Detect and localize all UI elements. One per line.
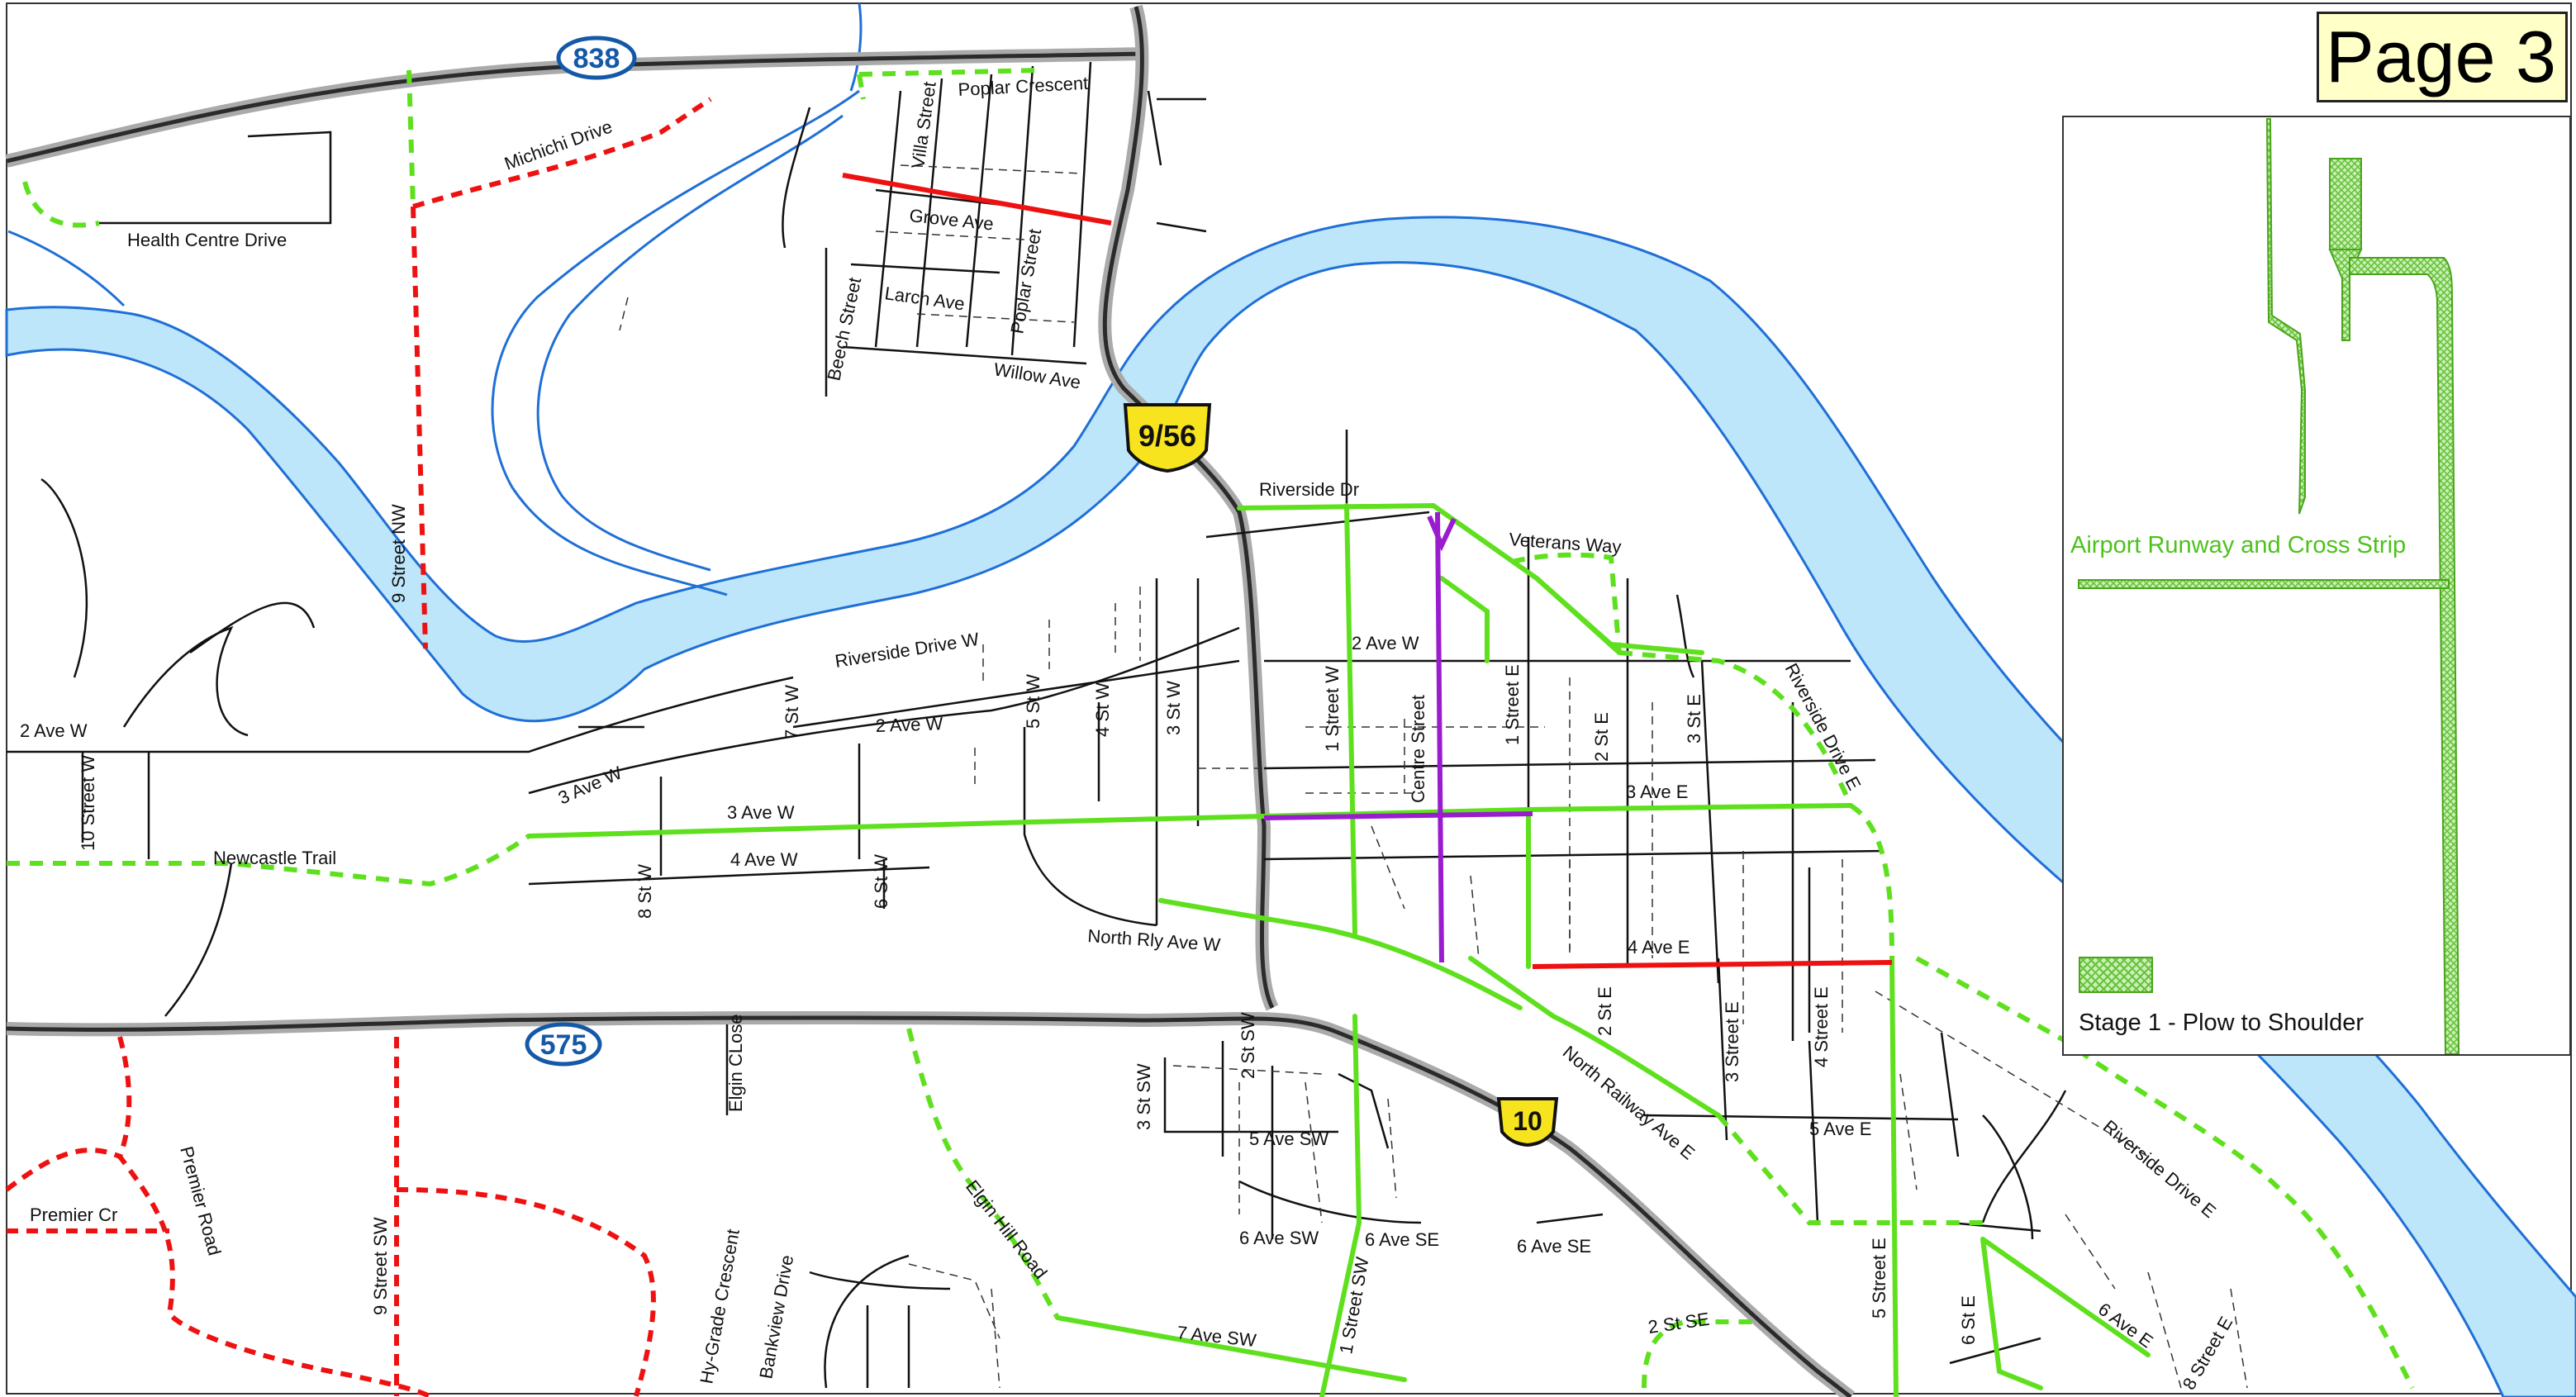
- river-branch-north: [491, 89, 860, 596]
- svg-text:10: 10: [1513, 1106, 1542, 1136]
- label-5-st-w: 5 St W: [1023, 674, 1043, 729]
- label-4-ave-e: 4 Ave E: [1628, 937, 1690, 957]
- label-7-st-w: 7 St W: [782, 685, 802, 739]
- label-hy-grade-crescent: Hy-Grade Crescent: [696, 1228, 744, 1385]
- street-labels: Poplar Crescent Villa Street Michichi Dr…: [20, 73, 2236, 1394]
- airport-taxiway-main: [2349, 257, 2460, 1054]
- red-solid-routes: [842, 173, 1893, 969]
- legend-swatch-stage1: [2079, 957, 2153, 993]
- label-2-st-se: 2 St SE: [1647, 1309, 1710, 1338]
- highway-9-56: [1098, 4, 1279, 1011]
- svg-text:9/56: 9/56: [1138, 419, 1196, 453]
- label-8-st-w: 8 St W: [634, 864, 655, 919]
- label-michichi-drive: Michichi Drive: [501, 116, 615, 173]
- map-frame: [6, 2, 2572, 1395]
- airport-apron: [2329, 158, 2362, 250]
- label-grove-ave: Grove Ave: [908, 205, 994, 235]
- airport-taxiway-outline: [2265, 118, 2306, 515]
- svg-text:575: 575: [540, 1029, 587, 1061]
- label-centre-street: Centre Street: [1408, 695, 1428, 803]
- label-2-st-sw: 2 St SW: [1238, 1012, 1258, 1079]
- label-poplar-street: Poplar Street: [1006, 227, 1045, 335]
- local-streets: [7, 61, 2067, 1389]
- label-poplar-crescent: Poplar Crescent: [958, 73, 1089, 100]
- label-3-street-e: 3 Street E: [1722, 1001, 1742, 1082]
- label-6-ave-sw: 6 Ave SW: [1239, 1228, 1319, 1248]
- label-5-ave-sw: 5 Ave SW: [1249, 1129, 1328, 1149]
- label-4-st-w: 4 St W: [1092, 682, 1113, 737]
- river-west-loop: [7, 230, 126, 307]
- airport-connector: [2328, 249, 2363, 341]
- airport-runway-label: Airport Runway and Cross Strip: [2070, 532, 2407, 558]
- label-1-street-w: 1 Street W: [1322, 666, 1343, 752]
- page-number-label: Page 3: [2317, 12, 2568, 102]
- airport-inset-drawing: [2078, 118, 2460, 1054]
- label-3-ave-w-diag: 3 Ave W: [555, 762, 625, 808]
- label-8-street-e: 8 Street E: [2179, 1313, 2237, 1393]
- label-premier-cr: Premier Cr: [30, 1205, 117, 1225]
- label-9-street-sw: 9 Street SW: [370, 1217, 391, 1315]
- airport-inset-panel: [2062, 116, 2571, 1056]
- label-7-ave-sw: 7 Ave SW: [1176, 1322, 1257, 1351]
- label-3-st-e: 3 St E: [1684, 694, 1704, 744]
- label-4-ave-w: 4 Ave W: [730, 849, 798, 870]
- label-3-ave-e: 3 Ave E: [1626, 782, 1688, 802]
- label-6-ave-se-west: 6 Ave SE: [1365, 1229, 1439, 1250]
- label-veterans-way: Veterans Way: [1509, 529, 1623, 557]
- label-willow-ave: Willow Ave: [992, 359, 1082, 392]
- purple-routes: [1263, 511, 1533, 963]
- label-9-street-nw: 9 Street NW: [388, 504, 409, 603]
- label-3-st-w: 3 St W: [1163, 681, 1184, 735]
- label-6-ave-se-east: 6 Ave SE: [1517, 1236, 1591, 1257]
- label-riverside-drive-w: Riverside Drive W: [834, 629, 981, 672]
- label-6-st-w: 6 St W: [871, 854, 891, 909]
- label-5-street-e: 5 Street E: [1869, 1238, 1889, 1319]
- label-elgin-hill-road: Elgin Hill Road: [962, 1176, 1052, 1283]
- label-3-st-sw: 3 St SW: [1134, 1063, 1154, 1130]
- label-4-street-e: 4 Street E: [1811, 986, 1832, 1067]
- label-10-street-w: 10 Street W: [78, 755, 98, 851]
- legend-label-stage1: Stage 1 - Plow to Shoulder: [2079, 1010, 2364, 1036]
- label-2-ave-w-mid: 2 Ave W: [875, 713, 943, 736]
- highway-838-shield: 838: [556, 36, 637, 80]
- svg-text:838: 838: [573, 43, 620, 74]
- label-2-st-e-south: 2 St E: [1595, 986, 1615, 1036]
- label-3-ave-w: 3 Ave W: [727, 802, 795, 823]
- lot-lines: [619, 164, 2248, 1389]
- label-2-ave-w-east: 2 Ave W: [1352, 633, 1419, 653]
- label-2-ave-w-west: 2 Ave W: [20, 720, 88, 741]
- label-larch-ave: Larch Ave: [883, 283, 966, 314]
- label-riverside-dr: Riverside Dr: [1259, 479, 1359, 500]
- label-2-st-e-north: 2 St E: [1591, 712, 1612, 762]
- airport-cross-strip: [2078, 579, 2450, 589]
- label-newcastle-trail: Newcastle Trail: [213, 848, 336, 868]
- label-premier-road: Premier Road: [176, 1144, 225, 1258]
- river-branch-north-inner: [536, 114, 844, 572]
- label-bankview-drive: Bankview Drive: [755, 1253, 797, 1380]
- label-6-st-e: 6 St E: [1958, 1295, 1979, 1345]
- river-branch: [849, 2, 863, 92]
- label-north-rly-ave-w: North Rly Ave W: [1087, 925, 1222, 955]
- red-dashed-routes: [5, 97, 712, 1397]
- label-beech-street: Beech Street: [823, 275, 865, 383]
- label-elgin-close: Elgin CLose: [725, 1014, 746, 1112]
- highway-575-shield: 575: [525, 1022, 602, 1067]
- highway-9-56-shield: 9/56: [1123, 403, 1212, 473]
- stage1-dashed-routes: [7, 68, 2415, 1390]
- label-health-centre-drive: Health Centre Drive: [127, 230, 287, 250]
- highway-10-shield: 10: [1496, 1097, 1559, 1148]
- label-1-street-e: 1 Street E: [1502, 664, 1523, 745]
- label-5-ave-e: 5 Ave E: [1809, 1119, 1871, 1139]
- highway-575: [6, 1010, 1855, 1397]
